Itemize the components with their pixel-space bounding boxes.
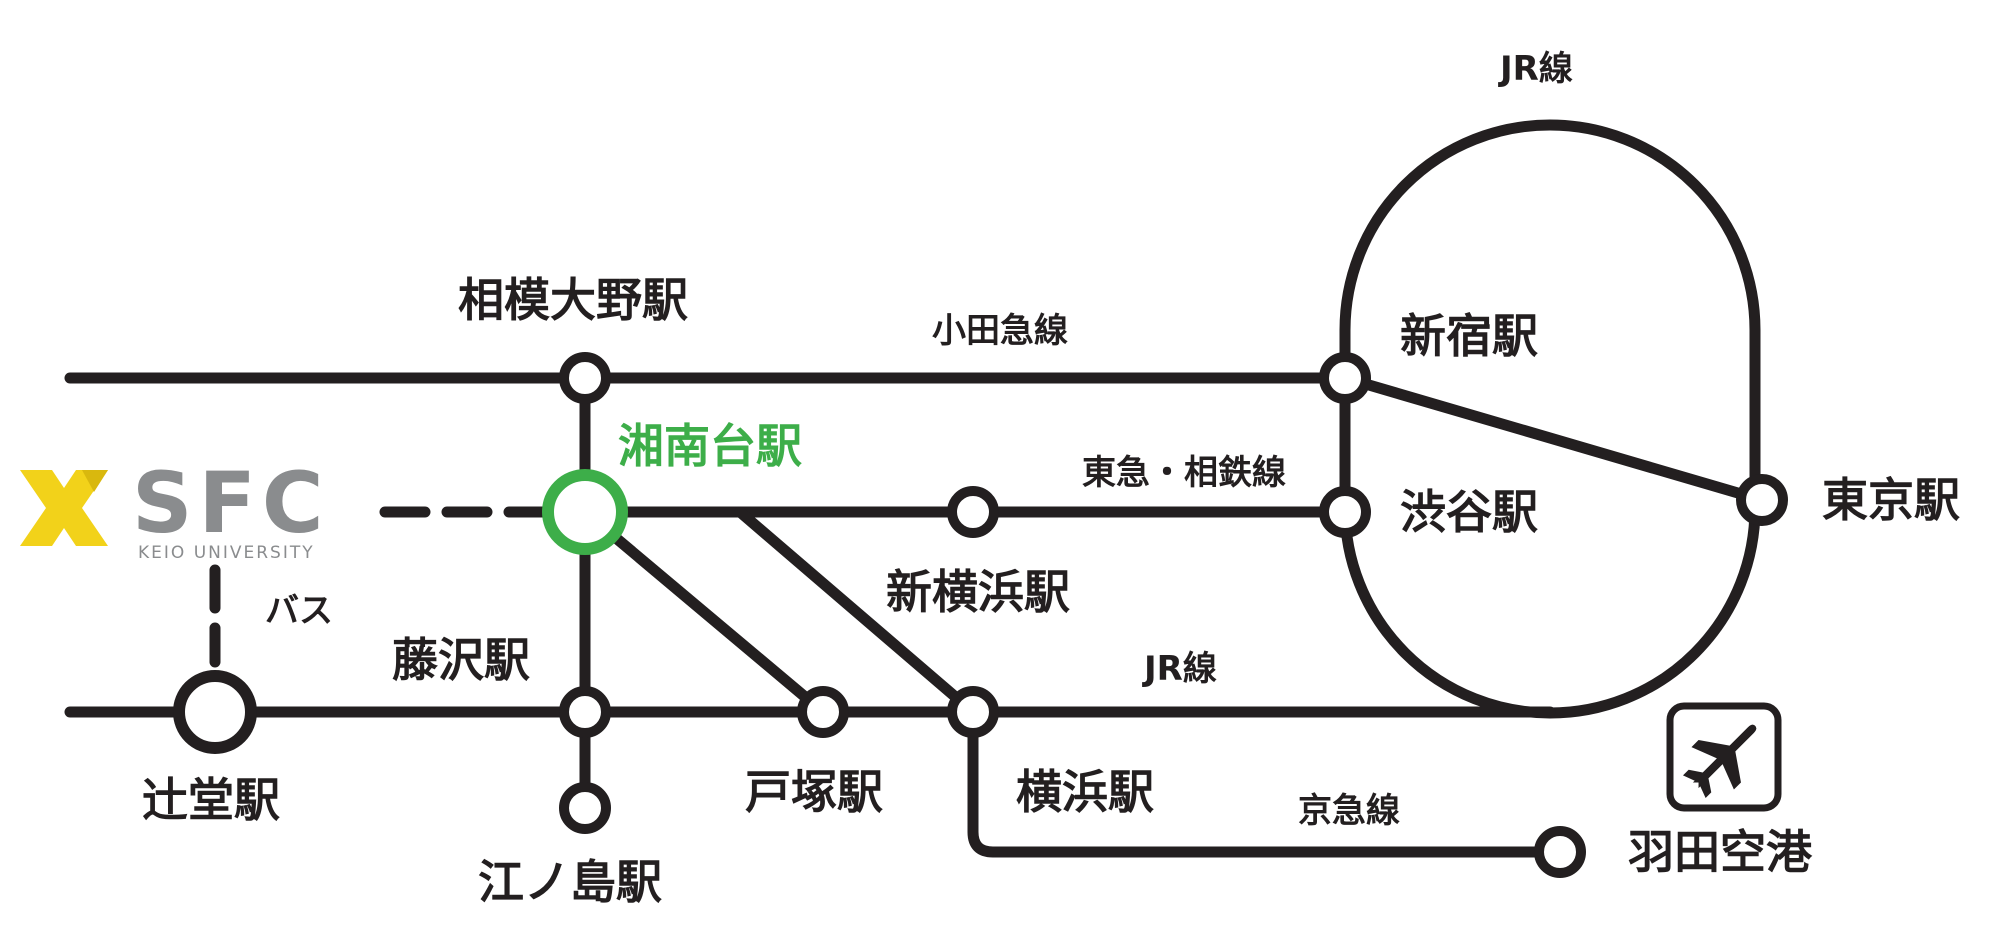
station-labels: 相模大野駅 湘南台駅 新宿駅 渋谷駅 東京駅 新横浜駅 藤沢駅 辻堂駅 江ノ島駅… (142, 273, 1960, 909)
station-label-fujisawa: 藤沢駅 (392, 633, 530, 687)
station-label-shinjuku: 新宿駅 (1400, 309, 1538, 363)
jr-loop-line (1339, 119, 1761, 719)
station-marker-shin-yokohama[interactable] (947, 486, 999, 538)
station-markers (173, 352, 1788, 878)
station-label-enoshima: 江ノ島駅 (478, 855, 662, 909)
sfc-logo-subtitle: KEIO UNIVERSITY (138, 543, 315, 563)
line-label-jr-bottom: JR線 (1142, 649, 1217, 689)
station-marker-totsuka[interactable] (797, 686, 849, 738)
station-marker-haneda[interactable] (1534, 826, 1586, 878)
station-label-yokohama: 横浜駅 (1016, 765, 1154, 819)
sfc-x-logo-icon (20, 470, 108, 546)
line-label-odakyu: 小田急線 (932, 311, 1068, 351)
shonandai-yokohama-line (734, 506, 979, 718)
keikyu-line (967, 706, 1566, 858)
sfc-logo-name: SFC (132, 454, 330, 552)
line-label-keikyu: 京急線 (1298, 791, 1400, 831)
station-label-shin-yokohama: 新横浜駅 (886, 565, 1070, 619)
airplane-icon (1666, 702, 1782, 812)
station-marker-fujisawa[interactable] (559, 686, 611, 738)
line-label-bus: バス (265, 591, 333, 631)
station-label-totsuka: 戸塚駅 (745, 765, 883, 819)
line-labels: JR線 小田急線 東急・相鉄線 バス JR線 京急線 (265, 49, 1573, 831)
station-marker-tokyo[interactable] (1736, 474, 1788, 526)
sfc-logo[interactable]: SFC KEIO UNIVERSITY (20, 454, 330, 563)
station-marker-shibuya[interactable] (1319, 486, 1371, 538)
line-label-tokyu-sotetsu: 東急・相鉄線 (1082, 453, 1286, 493)
station-label-sagami-ono: 相模大野駅 (458, 273, 688, 327)
station-marker-enoshima[interactable] (559, 782, 611, 834)
station-label-tsujido: 辻堂駅 (142, 773, 280, 827)
station-label-tokyo: 東京駅 (1822, 473, 1960, 527)
station-marker-tsujido[interactable] (173, 670, 257, 754)
shonandai-totsuka-line (579, 506, 829, 718)
station-marker-sagami-ono[interactable] (559, 352, 611, 404)
station-marker-yokohama[interactable] (947, 686, 999, 738)
station-label-shibuya: 渋谷駅 (1400, 485, 1538, 539)
shinjuku-tokyo-line (1339, 372, 1761, 504)
station-label-shonandai: 湘南台駅 (618, 419, 802, 473)
station-marker-shinjuku[interactable] (1319, 352, 1371, 404)
station-label-haneda: 羽田空港 (1628, 825, 1813, 879)
line-label-jr-top: JR線 (1498, 49, 1573, 89)
station-marker-shonandai[interactable] (542, 469, 628, 555)
